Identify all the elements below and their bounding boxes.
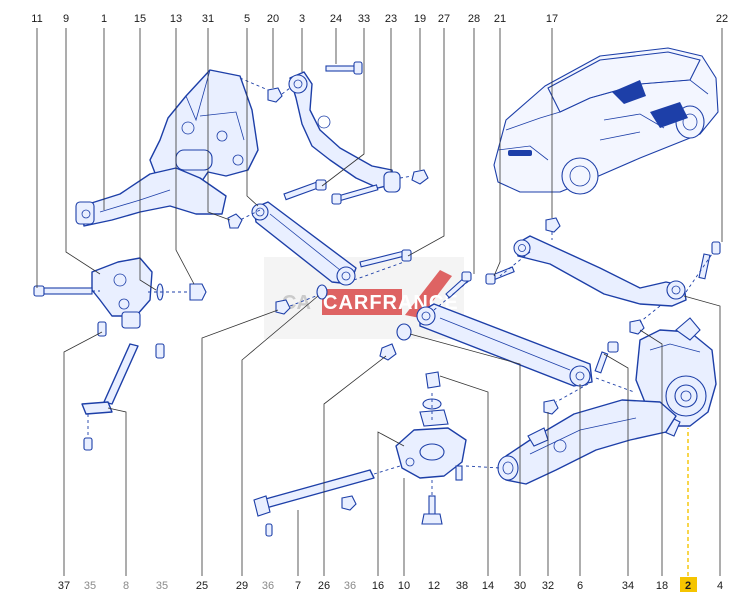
nut-32	[543, 399, 559, 415]
label-33: 33	[358, 13, 370, 25]
label-36: 36	[262, 580, 274, 592]
bolt-6	[594, 341, 619, 374]
label-19: 19	[414, 13, 426, 25]
label-25: 25	[196, 580, 208, 592]
nut-18	[629, 319, 645, 335]
bolt-12-38	[421, 465, 463, 525]
label-15: 15	[134, 13, 146, 25]
bolt-28	[445, 271, 472, 299]
label-24: 24	[330, 13, 342, 25]
subframe-mount	[149, 69, 259, 197]
label-36-b: 36	[344, 580, 356, 592]
label-20: 20	[267, 13, 279, 25]
top-label-row: 11 9 1 15 13 31 5 20 3 24 33 23 19 27 28…	[31, 13, 728, 25]
upper-arm-3	[288, 71, 401, 193]
label-35: 35	[84, 580, 96, 592]
label-31: 31	[202, 13, 214, 25]
label-26: 26	[318, 580, 330, 592]
bolt-24	[325, 61, 363, 75]
strap	[81, 343, 139, 451]
label-21: 21	[494, 13, 506, 25]
label-32: 32	[542, 580, 554, 592]
link-arm-5	[251, 201, 357, 286]
label-29: 29	[236, 580, 248, 592]
label-27: 27	[438, 13, 450, 25]
label-5: 5	[244, 13, 250, 25]
label-9: 9	[63, 13, 69, 25]
bracket	[91, 257, 153, 329]
label-23: 23	[385, 13, 397, 25]
label-4: 4	[717, 580, 723, 592]
bolt-long	[33, 285, 100, 297]
label-14: 14	[482, 580, 494, 592]
label-34: 34	[622, 580, 634, 592]
highlight-box	[680, 577, 697, 592]
bracket-bolts	[97, 321, 165, 359]
label-13: 13	[170, 13, 182, 25]
label-22: 22	[716, 13, 728, 25]
tie-rod-7	[253, 465, 401, 537]
label-28: 28	[468, 13, 480, 25]
label-18: 18	[656, 580, 668, 592]
label-38: 38	[456, 580, 468, 592]
nut-25-washer-29	[275, 284, 328, 315]
label-1: 1	[101, 13, 107, 25]
label-12: 12	[428, 580, 440, 592]
spring-seat-bracket	[395, 371, 467, 479]
label-16: 16	[372, 580, 384, 592]
bolt-set-upper	[485, 217, 721, 285]
label-35-b: 35	[156, 580, 168, 592]
upper-arm-right	[513, 235, 687, 307]
label-30: 30	[514, 580, 526, 592]
bolt-33	[283, 179, 327, 201]
car-illustration	[493, 47, 719, 195]
bottom-label-row: 37 35 8 35 25 29 36 7 26 36 16 10 12 38 …	[58, 577, 723, 592]
nut-36	[341, 495, 357, 511]
lower-arm	[75, 167, 227, 227]
label-3: 3	[299, 13, 305, 25]
label-7: 7	[295, 580, 301, 592]
bolt-23	[331, 169, 429, 205]
washer-nut-set	[148, 283, 207, 301]
leader-lines	[36, 28, 723, 576]
nut-31	[227, 213, 243, 229]
nut-20	[267, 87, 291, 103]
label-10: 10	[398, 580, 410, 592]
long-arm	[416, 303, 593, 387]
lower-control-arm	[497, 399, 677, 485]
label-6: 6	[577, 580, 583, 592]
bushings	[379, 323, 412, 361]
bolt-27	[359, 249, 412, 268]
label-37: 37	[58, 580, 70, 592]
label-8: 8	[123, 580, 129, 592]
label-11: 11	[31, 13, 42, 25]
label-17: 17	[546, 13, 558, 25]
assembly-guide-lines	[239, 77, 713, 469]
label-2-highlighted: 2	[685, 580, 691, 592]
